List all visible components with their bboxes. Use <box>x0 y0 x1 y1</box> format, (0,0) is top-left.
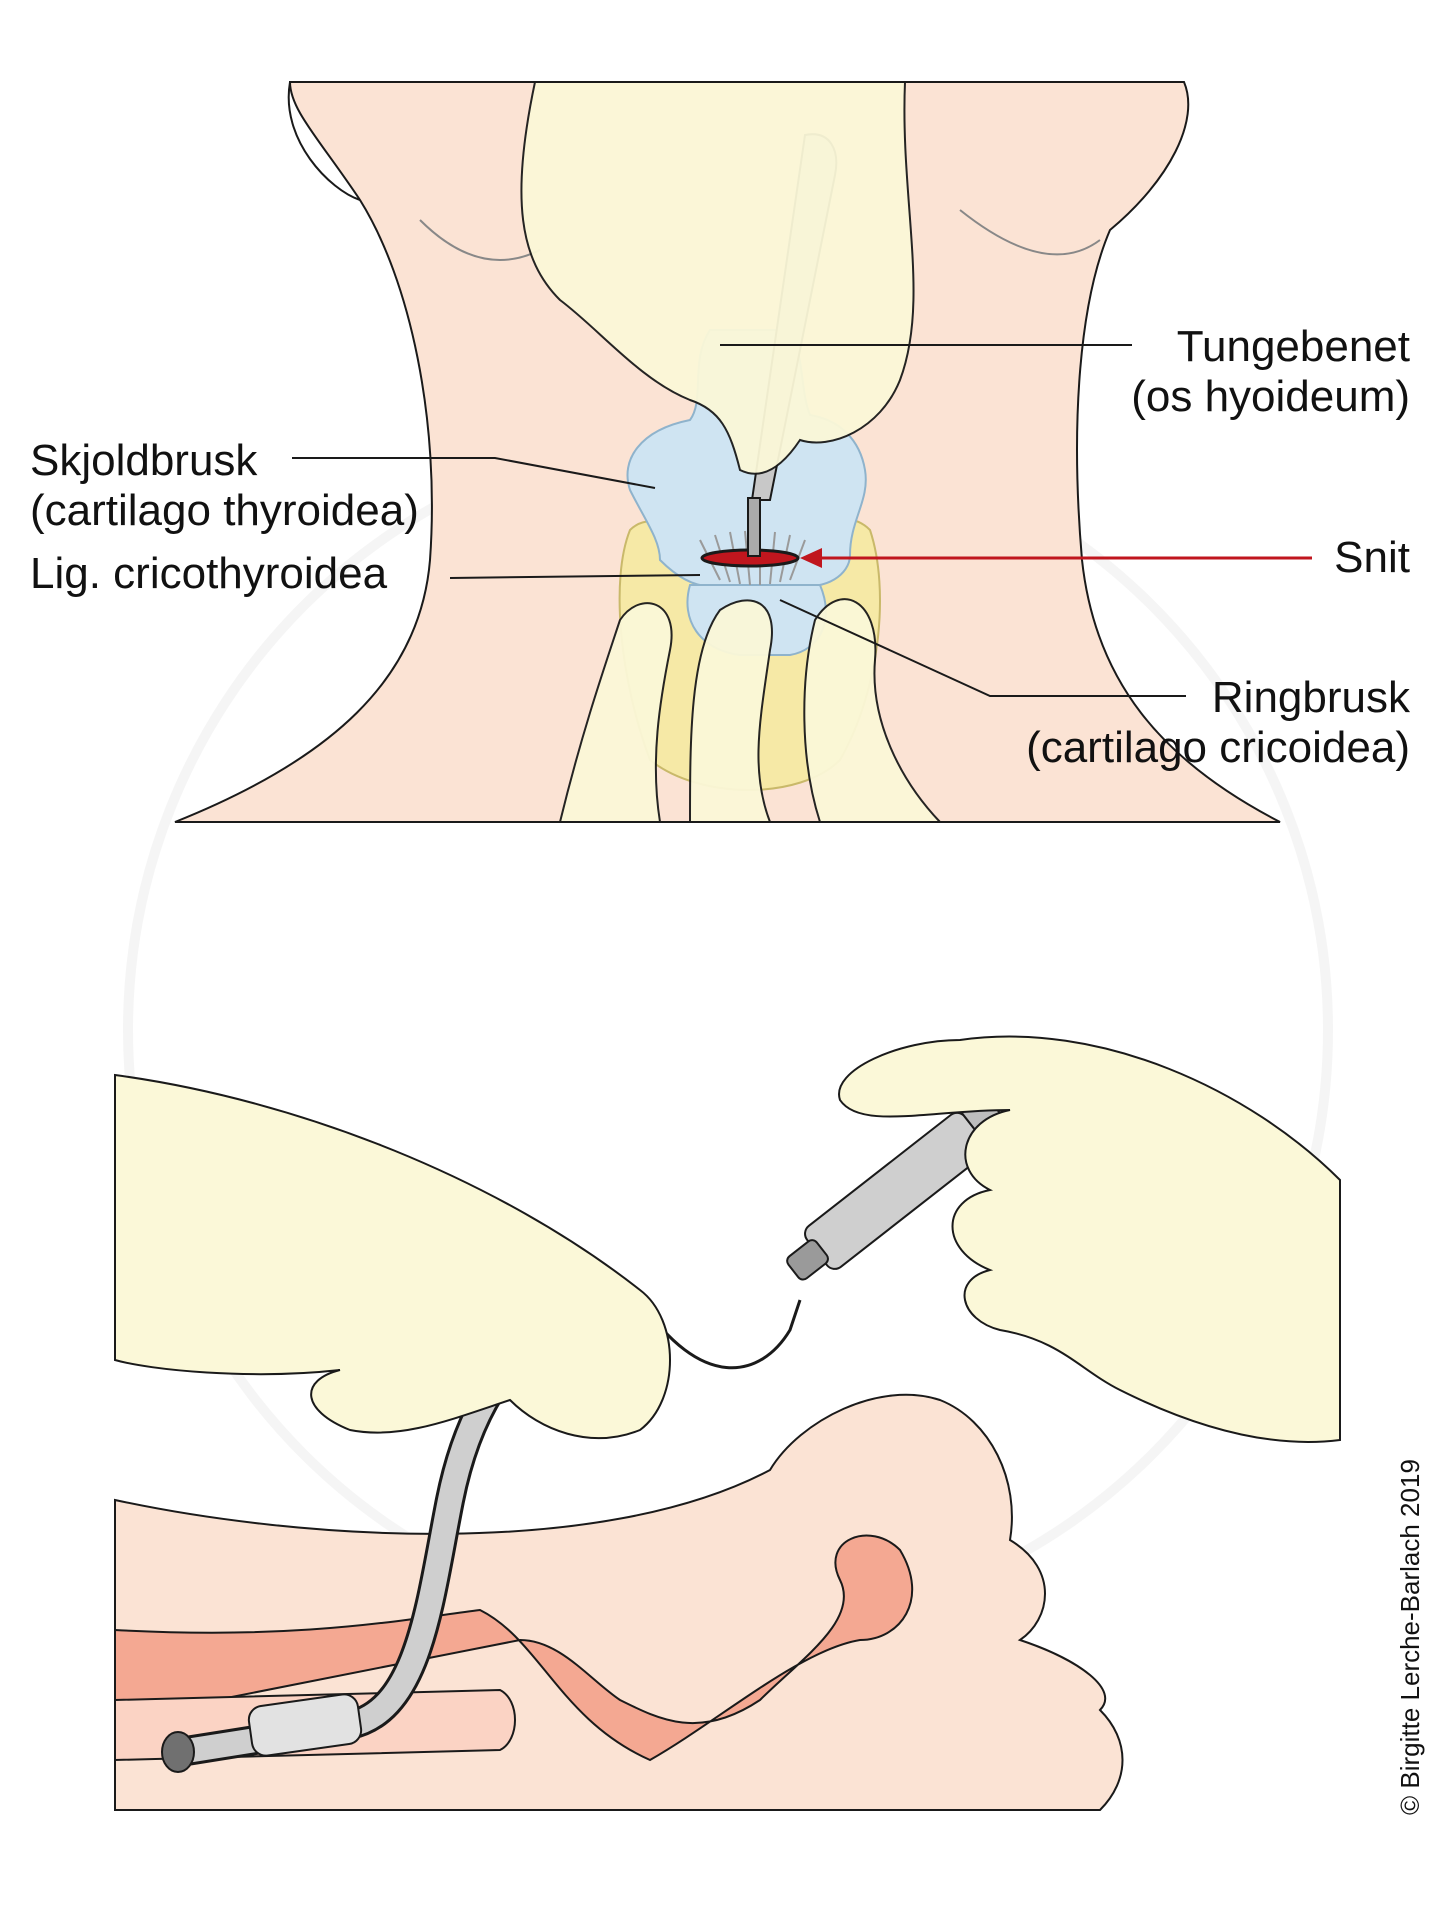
ear-left <box>287 81 361 201</box>
tube-insertion-view <box>114 1035 1341 1811</box>
label-ringbrusk: Ringbrusk <box>1211 673 1410 722</box>
jaw-line-left <box>419 219 541 261</box>
label-hyoid-block: Tungebenet (os hyoideum) <box>1131 322 1410 422</box>
tube-tip <box>161 1731 195 1773</box>
label-cartilago-cricoidea: (cartilago cricoidea) <box>1026 723 1410 772</box>
label-tungebenet: Tungebenet <box>1176 322 1410 371</box>
incision-arrow <box>800 548 1312 568</box>
scalpel-blade <box>747 497 761 557</box>
label-os-hyoideum: (os hyoideum) <box>1131 372 1410 421</box>
label-cartilago-thyroidea: (cartilago thyroidea) <box>30 486 419 535</box>
tube-cuff <box>247 1693 363 1757</box>
label-skjoldbrusk: Skjoldbrusk <box>30 436 258 485</box>
leader-lines <box>292 344 1186 697</box>
label-lig-cricothyroidea: Lig. cricothyroidea <box>30 549 388 598</box>
left-hand <box>114 1073 671 1439</box>
copyright-notice: © Birgitte Lerche-Barlach 2019 <box>1395 1459 1425 1815</box>
jaw-line-right <box>959 209 1101 256</box>
label-cricoid-block: Ringbrusk (cartilago cricoidea) <box>1026 673 1410 773</box>
label-snit: Snit <box>1334 533 1410 582</box>
neck-front-view <box>174 81 1312 823</box>
right-hand <box>838 1035 1341 1443</box>
upper-hand <box>520 81 915 475</box>
lower-hand <box>558 598 943 823</box>
label-thyroid-block: Skjoldbrusk (cartilago thyroidea) <box>30 436 419 536</box>
airway <box>114 1534 914 1762</box>
